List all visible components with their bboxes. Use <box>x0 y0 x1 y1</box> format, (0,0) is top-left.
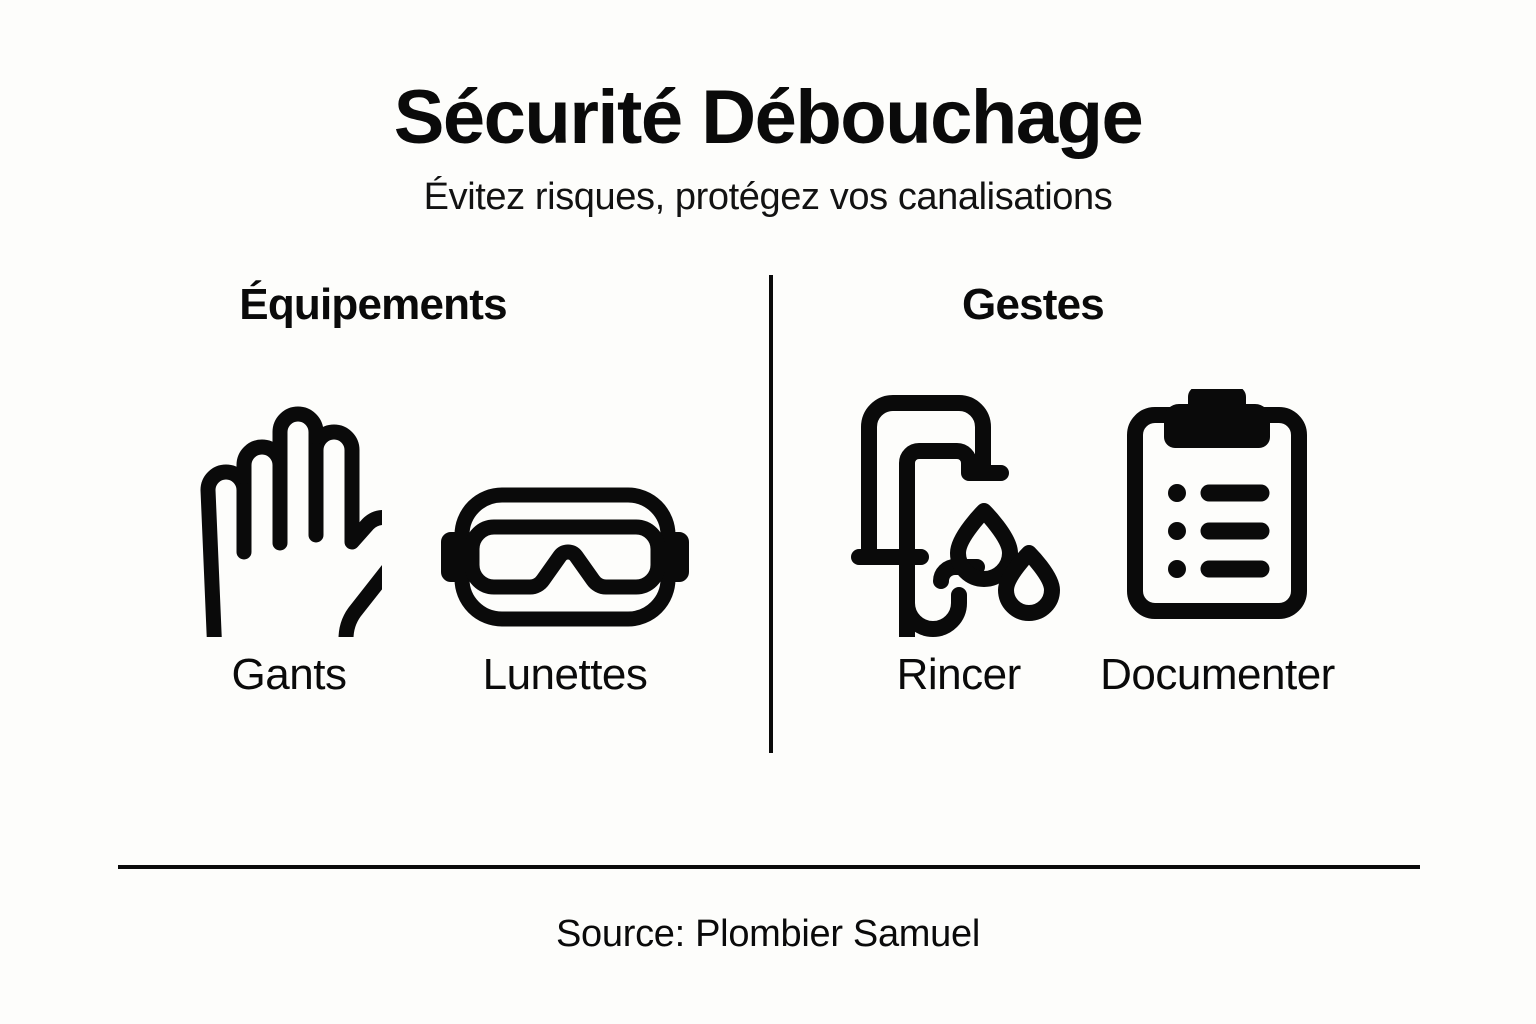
items-gestes: Rincer <box>851 385 1335 697</box>
item-lunettes[interactable]: Lunettes <box>440 385 690 697</box>
item-label-rincer: Rincer <box>896 649 1022 699</box>
horizontal-divider <box>118 865 1420 869</box>
item-documenter[interactable]: Documenter <box>1100 385 1335 697</box>
item-label-lunettes: Lunettes <box>482 649 648 699</box>
header: Sécurité Débouchage Évitez risques, prot… <box>0 0 1536 219</box>
item-rincer[interactable]: Rincer <box>851 385 1066 697</box>
column-heading-gestes: Gestes <box>962 279 1105 329</box>
footer: Source: Plombier Samuel <box>0 865 1536 1024</box>
item-label-gants: Gants <box>231 649 347 699</box>
column-heading-equipements: Équipements <box>239 279 507 329</box>
column-equipements: Équipements Gants <box>118 261 768 753</box>
item-gants[interactable]: Gants <box>196 385 382 697</box>
clipboard-checklist-icon <box>1117 385 1317 637</box>
item-label-documenter: Documenter <box>1100 649 1335 699</box>
page-title: Sécurité Débouchage <box>393 75 1144 160</box>
glove-icon <box>196 385 382 637</box>
content-columns: Équipements Gants <box>0 261 1536 753</box>
vertical-divider <box>769 274 773 753</box>
safety-goggles-icon <box>440 385 690 637</box>
source-credit: Source: Plombier Samuel <box>556 913 980 955</box>
faucet-water-drops-icon <box>851 385 1066 637</box>
column-gestes: Gestes <box>768 261 1418 753</box>
page-subtitle: Évitez risques, protégez vos canalisatio… <box>423 175 1113 218</box>
items-equipements: Gants Lun <box>196 385 690 697</box>
